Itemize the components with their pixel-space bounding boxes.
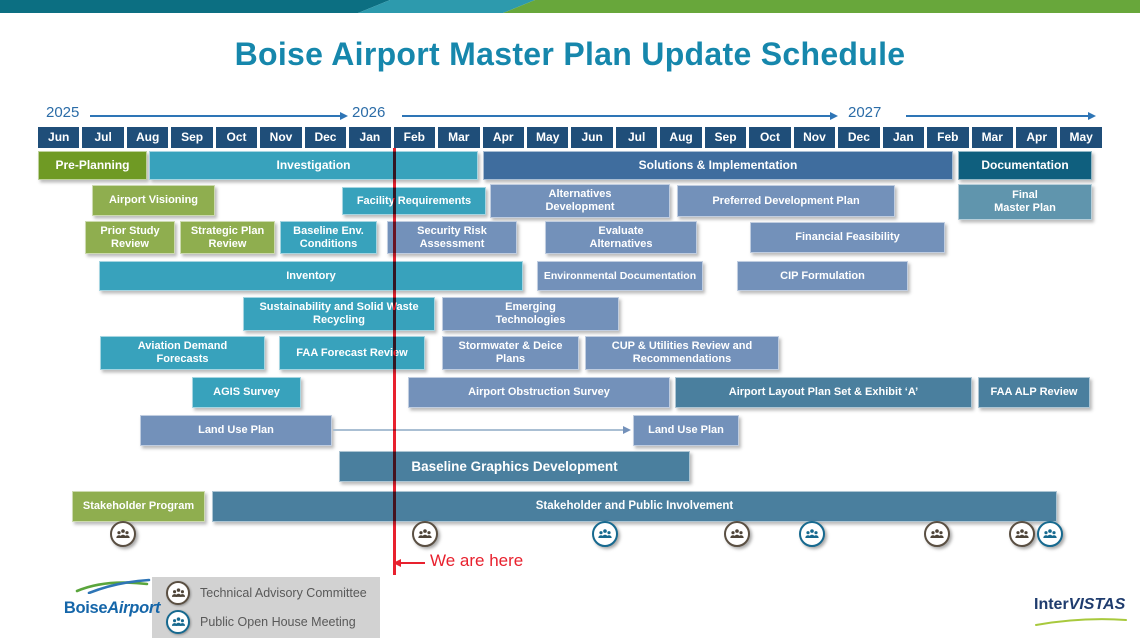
- gantt-bar: Strategic Plan Review: [180, 221, 275, 254]
- month-cell: Sep: [704, 127, 747, 148]
- public-open-house-icon: [592, 521, 618, 547]
- current-date-line: [393, 148, 396, 575]
- month-cell: Mar: [971, 127, 1013, 148]
- month-cell: May: [526, 127, 569, 148]
- legend-label: Public Open House Meeting: [200, 614, 356, 629]
- gantt-bar: Preferred Development Plan: [677, 185, 895, 217]
- technical-advisory-committee-icon: [1009, 521, 1035, 547]
- month-cell: May: [1060, 127, 1102, 148]
- year-arrow-line-icon: [402, 112, 838, 120]
- month-cell: Sep: [171, 127, 213, 148]
- gantt-bar: Stormwater & Deice Plans: [442, 336, 579, 370]
- year-label: 2025: [46, 104, 80, 121]
- gantt-bar: Prior Study Review: [85, 221, 175, 254]
- month-cell: Jul: [615, 127, 658, 148]
- legend-item-public: Public Open House Meeting: [166, 609, 380, 634]
- legend: Technical Advisory Committee Public Open…: [152, 577, 380, 638]
- intervistas-part1: Inter: [1034, 596, 1069, 613]
- gantt-bar: Baseline Graphics Development: [339, 451, 690, 482]
- legend-item-tac: Technical Advisory Committee: [166, 581, 380, 606]
- gantt-bar: Airport Layout Plan Set & Exhibit ‘A’: [675, 377, 972, 408]
- gantt-bar: Documentation: [958, 151, 1092, 180]
- month-cell: Mar: [438, 127, 480, 148]
- gantt-bar: Emerging Technologies: [442, 297, 619, 331]
- banner-teal-light: [358, 0, 535, 13]
- month-cell: Jan: [349, 127, 391, 148]
- intervistas-swoosh-icon: [1035, 618, 1127, 626]
- gantt-bar: Airport Visioning: [92, 185, 215, 216]
- gantt-bar: Financial Feasibility: [750, 222, 945, 253]
- gantt-bar: Investigation: [149, 151, 478, 180]
- gantt-bar: Stakeholder and Public Involvement: [212, 491, 1057, 522]
- month-cell: Aug: [126, 127, 169, 148]
- public-open-house-icon: [1037, 521, 1063, 547]
- intervistas-logo: InterVISTAS: [1034, 596, 1134, 632]
- we-are-here-arrow-icon: [393, 559, 425, 567]
- technical-advisory-committee-icon: [724, 521, 750, 547]
- gantt-bar: Final Master Plan: [958, 184, 1092, 220]
- month-cell: Jul: [82, 127, 124, 148]
- gantt-bar: FAA ALP Review: [978, 377, 1090, 408]
- public-open-house-icon: [166, 609, 190, 634]
- month-cell: Jan: [882, 127, 925, 148]
- gantt-bar: Solutions & Implementation: [483, 151, 953, 180]
- year-label: 2026: [352, 104, 386, 121]
- gantt-bar: Evaluate Alternatives: [545, 221, 697, 254]
- technical-advisory-committee-icon: [412, 521, 438, 547]
- gantt-bar: Security Risk Assessment: [387, 221, 517, 254]
- we-are-here-label: We are here: [430, 551, 524, 570]
- gantt-bar: Aviation Demand Forecasts: [100, 336, 265, 370]
- legend-label: Technical Advisory Committee: [200, 586, 367, 601]
- boise-airport-logo: BoiseAirport: [62, 578, 162, 618]
- year-arrow-line-icon: [906, 112, 1096, 120]
- month-cell: Apr: [1015, 127, 1058, 148]
- gantt-bar: Sustainability and Solid Waste Recycling: [243, 297, 435, 331]
- banner-green: [503, 0, 1140, 13]
- month-cell: Oct: [215, 127, 258, 148]
- technical-advisory-committee-icon: [166, 581, 190, 606]
- gantt-bar: Pre-Planning: [38, 151, 147, 180]
- gantt-bar: Alternatives Development: [490, 184, 670, 218]
- gantt-bar: Inventory: [99, 261, 523, 291]
- gantt-bar: Airport Obstruction Survey: [408, 377, 670, 408]
- gantt-bar: Environmental Documentation: [537, 261, 703, 291]
- gantt-bar: CIP Formulation: [737, 261, 908, 291]
- month-cell: Jun: [38, 127, 80, 148]
- page-title: Boise Airport Master Plan Update Schedul…: [234, 36, 906, 72]
- gantt-bar: Land Use Plan: [633, 415, 739, 446]
- intervistas-part2: VISTAS: [1068, 596, 1126, 613]
- month-cell: Feb: [927, 127, 969, 148]
- month-cell: Oct: [749, 127, 791, 148]
- month-cell: Aug: [660, 127, 702, 148]
- year-label: 2027: [848, 104, 882, 121]
- gantt-bar: Stakeholder Program: [72, 491, 205, 522]
- month-cell: Apr: [482, 127, 524, 148]
- technical-advisory-committee-icon: [924, 521, 950, 547]
- gantt-bar: CUP & Utilities Review and Recommendatio…: [585, 336, 779, 370]
- intervistas-logo-text: InterVISTAS: [1034, 596, 1134, 614]
- boise-swoosh-icon: [75, 578, 151, 595]
- boise-logo-part2: Airport: [107, 599, 161, 617]
- boise-logo-part1: Boise: [63, 599, 108, 617]
- year-arrow-line-icon: [90, 112, 348, 120]
- banner-teal-dark: [0, 0, 390, 13]
- month-cell: Dec: [838, 127, 880, 148]
- gantt-bar: AGIS Survey: [192, 377, 301, 408]
- gantt-bar: Land Use Plan: [140, 415, 332, 446]
- gantt-bar: Baseline Env. Conditions: [280, 221, 377, 254]
- boise-logo-text: BoiseAirport: [62, 599, 162, 618]
- month-cell: Nov: [793, 127, 836, 148]
- technical-advisory-committee-icon: [110, 521, 136, 547]
- gantt-bar: FAA Forecast Review: [279, 336, 425, 370]
- month-cell: Dec: [304, 127, 347, 148]
- land-use-plan-link-arrow-icon: [333, 426, 631, 434]
- public-open-house-icon: [799, 521, 825, 547]
- month-cell: Feb: [393, 127, 436, 148]
- month-cell: Jun: [571, 127, 613, 148]
- gantt-bar: Facility Requirements: [342, 187, 486, 215]
- month-cell: Nov: [260, 127, 302, 148]
